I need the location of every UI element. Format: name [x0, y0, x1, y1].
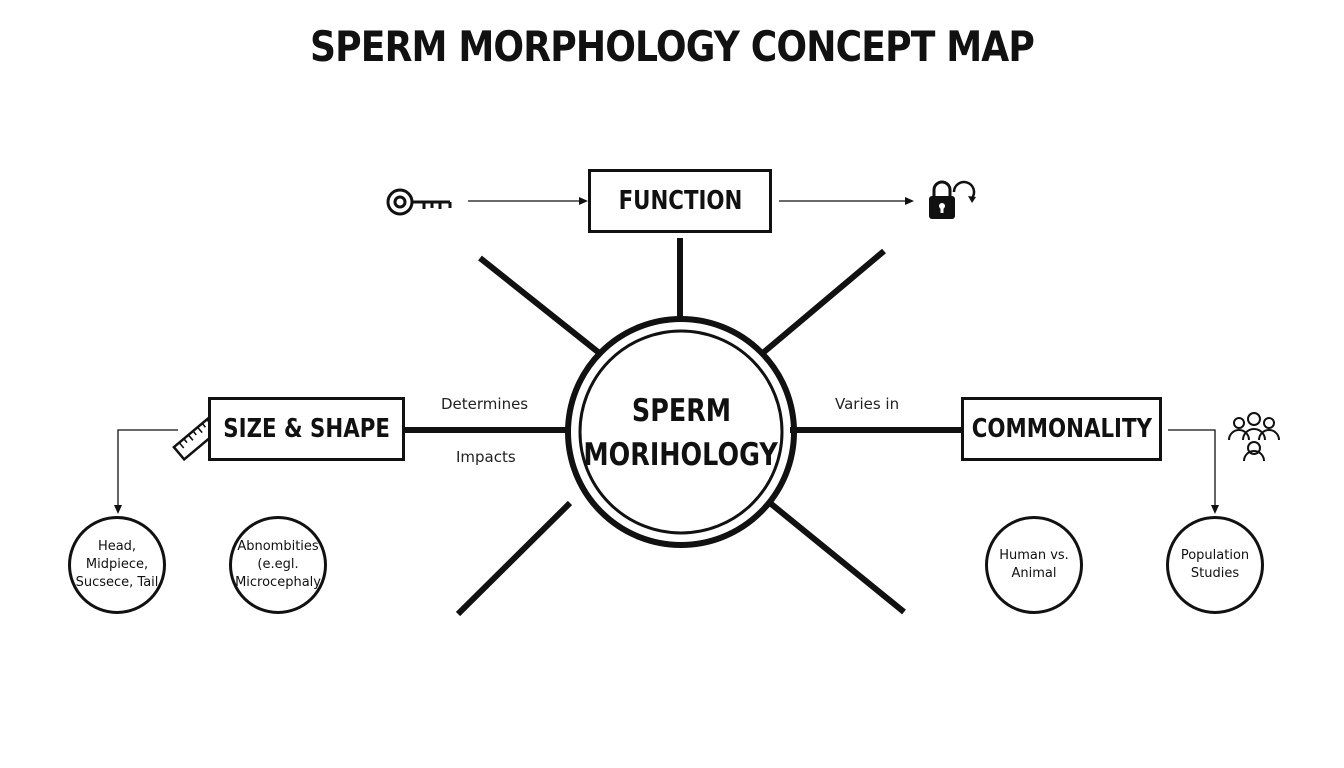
center-node: SPERM MORIHOLOGY: [572, 368, 790, 498]
leaf-population-studies-label: Population Studies: [1180, 548, 1250, 581]
people-group-icon: [1228, 412, 1280, 462]
spoke-lower-right: [768, 500, 906, 615]
spoke-upper-left: [478, 255, 600, 355]
leaf-human-vs-animal-label: Human vs. Animal: [999, 548, 1069, 581]
function-node: FUNCTION: [588, 169, 772, 233]
function-node-label: FUNCTION: [618, 186, 742, 216]
center-inner-ring: [578, 329, 784, 535]
relation-impacts: Impacts: [456, 448, 516, 466]
leaf-abnormalities-label: Abnombities (e.egl. Microcephaly: [235, 539, 321, 590]
leaf-parts: Head, Midpiece, Sucsece, Tail: [68, 516, 166, 614]
spoke-upper-right: [762, 248, 886, 355]
relation-determines: Determines: [441, 395, 529, 413]
key-icon: [386, 188, 452, 216]
center-node-line1: SPERM: [631, 393, 731, 429]
leaf-population-studies: Population Studies: [1166, 516, 1264, 614]
unlock-icon: [929, 180, 976, 219]
relation-varies-in: Varies in: [835, 395, 900, 413]
spoke-lower-left: [455, 500, 573, 617]
leaf-abnormalities: Abnombities (e.egl. Microcephaly: [229, 516, 327, 614]
page-title: SPERM MORPHOLOGY CONCEPT MAP: [310, 22, 1035, 71]
leaf-human-vs-animal: Human vs. Animal: [985, 516, 1083, 614]
center-outer-ring: [565, 316, 797, 548]
connector-size-to-leaf: [117, 429, 178, 506]
size-shape-node: SIZE & SHAPE: [208, 397, 405, 461]
commonality-node-label: COMMONALITY: [971, 414, 1152, 444]
center-node-line2: MORIHOLOGY: [583, 437, 779, 473]
size-shape-node-label: SIZE & SHAPE: [223, 414, 390, 444]
commonality-node: COMMONALITY: [961, 397, 1162, 461]
connector-common-to-leaf: [1168, 429, 1216, 506]
leaf-parts-label: Head, Midpiece, Sucsece, Tail: [75, 539, 159, 590]
